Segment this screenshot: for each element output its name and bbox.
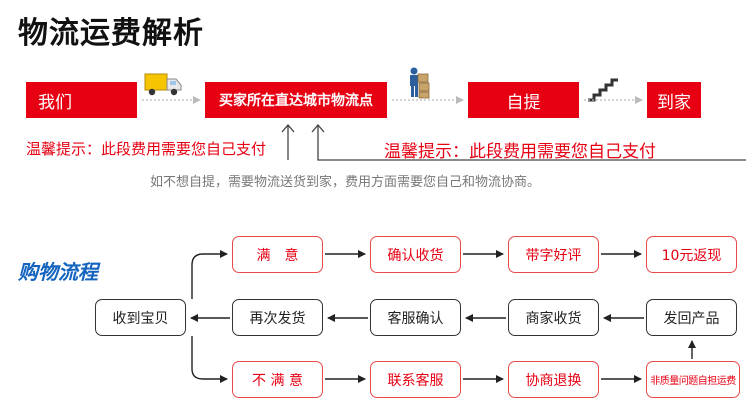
tip-brackets bbox=[281, 124, 746, 161]
truck-icon bbox=[144, 73, 182, 96]
tip-left: 温馨提示：此段费用需要您自己支付 bbox=[26, 140, 267, 158]
process-confirm-receipt: 确认收货 bbox=[370, 236, 461, 273]
process-good-review: 带字好评 bbox=[508, 236, 599, 273]
delivery-note: 如不想自提，需要物流送货到家，费用方面需要您自己和物流协商。 bbox=[150, 175, 541, 190]
stairs-icon bbox=[588, 78, 618, 102]
process-negotiate-return: 协商退换 bbox=[508, 361, 599, 398]
process-merchant-receive: 商家收货 bbox=[508, 299, 599, 336]
process-contact-cs: 联系客服 bbox=[370, 361, 461, 398]
process-reship: 再次发货 bbox=[232, 299, 323, 336]
process-cs-confirm: 客服确认 bbox=[370, 299, 461, 336]
process-receive: 收到宝贝 bbox=[95, 299, 186, 336]
flow-box-self-pickup: 自提 bbox=[468, 82, 579, 118]
tip-right: 温馨提示：此段费用需要您自己支付 bbox=[384, 142, 656, 162]
flow-box-home-delivery: 到家 bbox=[647, 82, 701, 118]
process-non-quality-shipping: 非质量问题自担运费 bbox=[646, 361, 740, 398]
delivery-person-icon bbox=[410, 67, 430, 99]
page-title: 物流运费解析 bbox=[18, 16, 204, 51]
flow-box-buyer-city-point: 买家所在直达城市物流点 bbox=[205, 82, 387, 118]
process-satisfied: 满 意 bbox=[232, 236, 323, 273]
process-send-back: 发回产品 bbox=[646, 299, 737, 336]
process-unsatisfied: 不 满 意 bbox=[232, 361, 323, 398]
process-cashback: 10元返现 bbox=[646, 236, 737, 273]
fork-lines bbox=[191, 250, 228, 383]
process-title: 购物流程 bbox=[18, 260, 98, 284]
flow-box-us: 我们 bbox=[26, 82, 137, 118]
